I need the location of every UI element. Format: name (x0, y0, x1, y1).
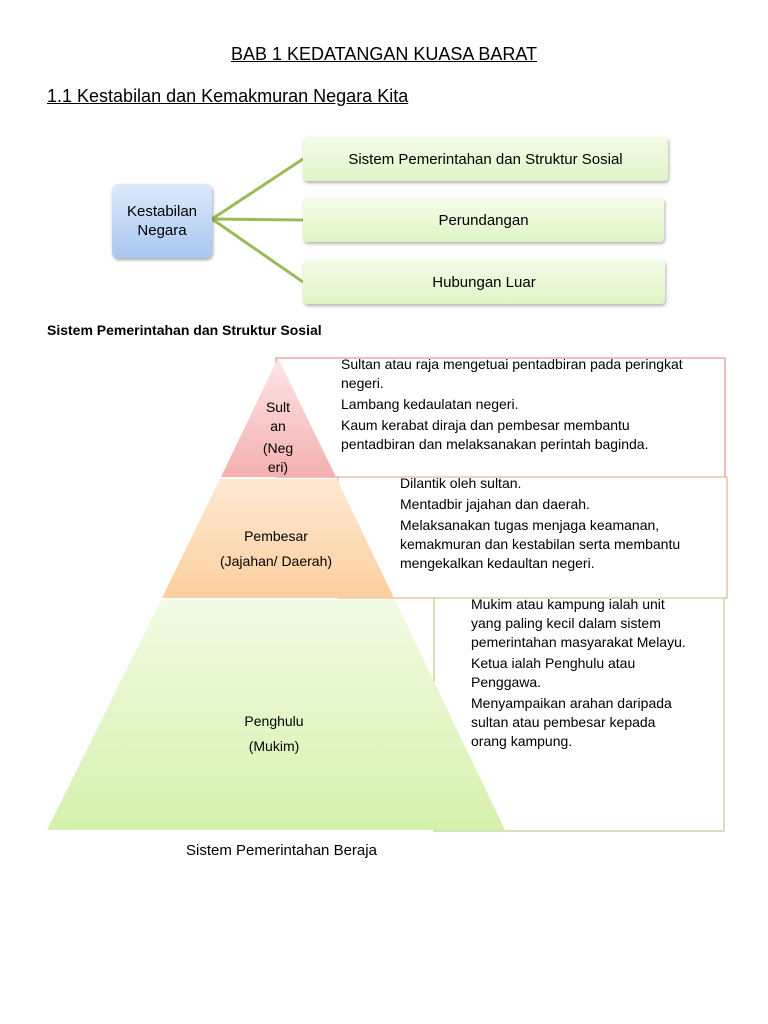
connector-line-1 (211, 157, 304, 221)
connector-line-2 (211, 217, 304, 222)
label-line: an (270, 418, 286, 434)
subsection-heading: Sistem Pemerintahan dan Struktur Sosial (47, 322, 322, 338)
desc-item: Sultan atau raja mengetuai pentadbiran p… (341, 356, 683, 391)
desc-item: Melaksanakan tugas menjaga keamanan, kem… (400, 517, 681, 571)
desc-item: Ketua ialah Penghulu atau Penggawa. (471, 655, 636, 690)
desc-item: Kaum kerabat diraja dan pembesar membant… (341, 417, 649, 452)
label-line: Sult (265, 399, 291, 415)
desc-item: Menyampaikan arahan daripada sultan atau… (471, 695, 672, 749)
label-line: (Neg (262, 440, 294, 456)
desc-list-pembesar: Dilantik oleh sultan. Mentadbir jajahan … (400, 474, 700, 573)
section-heading: 1.1 Kestabilan dan Kemakmuran Negara Kit… (47, 86, 409, 106)
desc-item: Dilantik oleh sultan. (400, 475, 522, 491)
label-line: (Mukim) (248, 738, 300, 754)
mindmap-center-node: Kestabilan Negara (112, 184, 212, 258)
pyramid-label-penghulu: Penghulu (Mukim) (194, 712, 354, 756)
label-line: Pembesar (244, 528, 308, 544)
mindmap-branch-2: Perundangan (303, 198, 664, 242)
document-title: BAB 1 KEDATANGAN KUASA BARAT (230, 44, 538, 64)
desc-item: Lambang kedaulatan negeri. (341, 396, 519, 412)
label-line: (Jajahan/ Daerah) (219, 553, 333, 569)
pyramid-label-sultan: Sult an (Neg eri) (248, 398, 308, 477)
mindmap-branch-1: Sistem Pemerintahan dan Struktur Sosial (303, 137, 668, 181)
label-line: eri) (267, 459, 289, 475)
desc-item: Mukim atau kampung ialah unit yang palin… (471, 596, 686, 650)
desc-list-penghulu: Mukim atau kampung ialah unit yang palin… (471, 595, 686, 751)
label-line: Penghulu (244, 713, 304, 729)
diagram-caption: Sistem Pemerintahan Beraja (186, 842, 377, 859)
pyramid-label-pembesar: Pembesar (Jajahan/ Daerah) (196, 527, 356, 571)
desc-list-sultan: Sultan atau raja mengetuai pentadbiran p… (341, 355, 686, 454)
connector-line-3 (211, 217, 304, 284)
mindmap-branch-3: Hubungan Luar (303, 260, 665, 304)
desc-item: Mentadbir jajahan dan daerah. (400, 496, 590, 512)
